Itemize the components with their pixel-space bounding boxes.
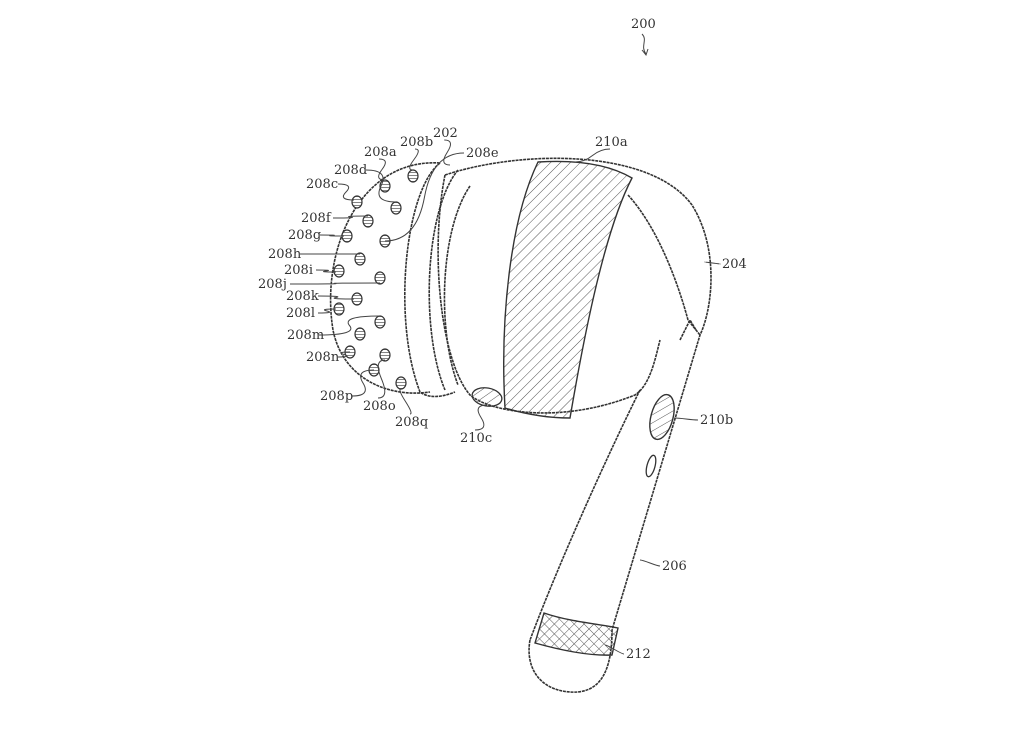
figure-arrow — [641, 33, 649, 57]
sensor-dot — [390, 201, 402, 215]
sensor-dot — [351, 195, 363, 209]
leader-line — [337, 351, 351, 358]
sensor-dot — [407, 169, 419, 183]
label-208n: 208n — [306, 350, 340, 365]
sensor-dot — [362, 214, 374, 228]
label-208i: 208i — [284, 263, 313, 278]
label-210b: 210b — [700, 413, 733, 428]
sensor-dot — [374, 271, 386, 285]
leader-line — [604, 644, 625, 655]
ear-tip-collar — [403, 162, 471, 398]
sensor-dot — [374, 315, 386, 329]
leader-line — [704, 261, 721, 265]
label-208k: 208k — [286, 289, 319, 304]
sensor-dot — [333, 264, 345, 278]
leader-line — [409, 148, 419, 171]
leader-line — [377, 359, 386, 399]
label-208g: 208g — [288, 228, 321, 243]
label-208a: 208a — [364, 145, 397, 160]
sensor-dots — [333, 169, 419, 390]
label-208f: 208f — [301, 211, 332, 226]
leader-line — [399, 388, 412, 415]
label-208b: 208b — [400, 135, 433, 150]
leader-line — [474, 404, 488, 431]
stem-slot — [645, 454, 657, 478]
leader-line — [337, 183, 355, 201]
leader-line — [317, 295, 355, 300]
label-208h: 208h — [268, 247, 302, 262]
part-labels: 208b208a202208e208d208c208f208g208h208i2… — [258, 126, 747, 662]
label-208c: 208c — [306, 177, 338, 192]
housing-contour — [627, 194, 701, 336]
label-206: 206 — [662, 559, 687, 574]
label-204: 204 — [722, 257, 747, 272]
stem-sensor-210b — [649, 393, 675, 441]
leader-line — [574, 148, 611, 163]
side-sensor-210c — [471, 387, 503, 407]
sensor-dot — [354, 327, 366, 341]
sensor-dot — [379, 348, 391, 362]
label-208o: 208o — [363, 399, 396, 414]
label-208p: 208p — [320, 389, 353, 404]
label-208e: 208e — [466, 146, 499, 161]
label-210a: 210a — [595, 135, 628, 150]
leader-line — [289, 282, 381, 285]
leader-line — [315, 269, 337, 273]
leader-line — [443, 139, 451, 166]
leader-line — [378, 158, 386, 181]
leader-line — [351, 369, 375, 397]
leader-line — [318, 315, 381, 336]
label-210c: 210c — [460, 431, 492, 446]
sensor-dot — [354, 252, 366, 266]
label-208l: 208l — [286, 306, 315, 321]
label-202: 202 — [433, 126, 458, 141]
housing-ridge — [679, 318, 697, 341]
label-208d: 208d — [334, 163, 367, 178]
leader-line — [673, 417, 699, 421]
label-208j: 208j — [258, 277, 287, 292]
leader-line — [317, 308, 337, 314]
stem-tip-212 — [534, 612, 619, 656]
stem-cap — [528, 629, 613, 693]
leader-line — [319, 234, 345, 237]
figure-number: 200 — [631, 17, 656, 32]
leader-line — [384, 152, 465, 242]
label-208m: 208m — [287, 328, 324, 343]
label-212: 212 — [626, 647, 651, 662]
sensor-dot — [395, 376, 407, 390]
hatched-band-210a — [503, 160, 633, 419]
label-208q: 208q — [395, 415, 428, 430]
leader-line — [365, 169, 397, 203]
leader-line — [639, 559, 661, 567]
leader-line — [332, 215, 369, 219]
